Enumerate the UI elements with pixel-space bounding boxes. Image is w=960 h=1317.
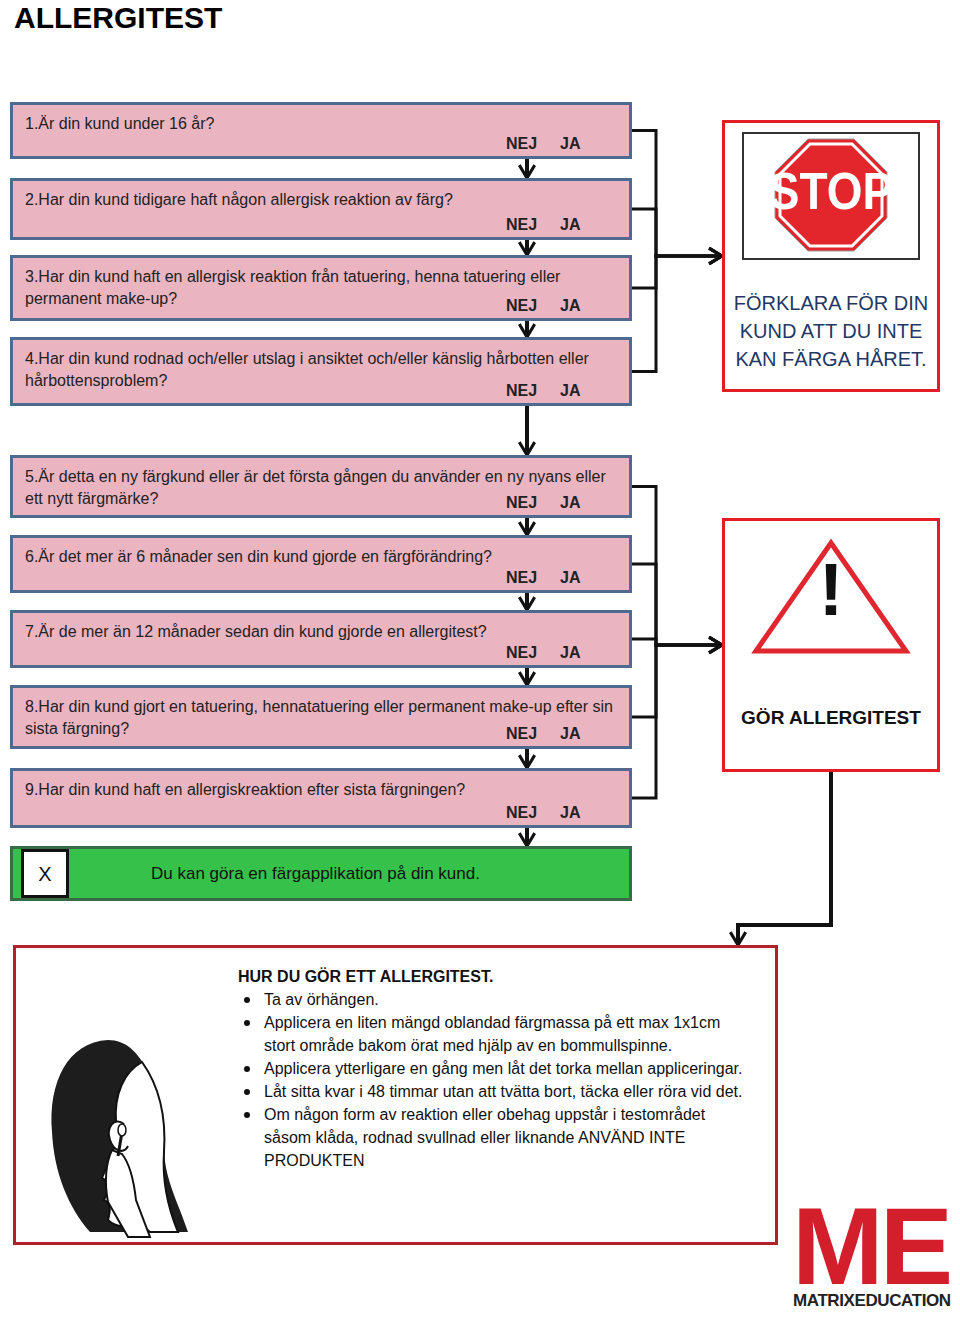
answer-option: JA	[560, 724, 580, 744]
answer-option: NEJ	[506, 381, 537, 401]
connector	[632, 256, 722, 372]
instruction-bullet: Om någon form av reaktion eller obehag u…	[238, 1103, 755, 1172]
hand	[106, 1150, 150, 1237]
logo-mark: ME	[792, 1196, 949, 1296]
answer-option: JA	[560, 296, 580, 316]
question-box: 9.Har din kund haft en allergiskreaktion…	[10, 768, 632, 828]
instruction-box: HUR DU GÖR ETT ALLERGITEST.Ta av örhänge…	[13, 945, 778, 1245]
connector	[525, 321, 529, 337]
question-box: 1.Är din kund under 16 år?NEJ JA	[10, 102, 632, 159]
connector	[525, 828, 529, 846]
question-box: 3.Har din kund haft en allergisk reaktio…	[10, 255, 632, 321]
connector	[632, 209, 722, 256]
check-box: X	[21, 849, 69, 898]
answer-option: NEJ	[506, 568, 537, 588]
connector	[525, 240, 529, 255]
woman-illustration	[38, 1032, 208, 1242]
logo-text: MATRIXEDUCATION	[793, 1291, 951, 1311]
answer-option: NEJ	[506, 493, 537, 513]
answer-option: JA	[560, 803, 580, 823]
warning-message: GÖR ALLERGITEST	[731, 705, 931, 731]
instruction-bullet: Applicera en liten mängd oblandad färgma…	[238, 1011, 755, 1057]
question-box: 2.Har din kund tidigare haft någon aller…	[10, 178, 632, 240]
instruction-bullet: Applicera ytterligare en gång men låt de…	[238, 1057, 755, 1080]
diagram-title: ALLERGITEST	[14, 0, 222, 36]
connector	[525, 668, 529, 685]
connector	[632, 256, 722, 288]
connector	[525, 593, 529, 610]
question-box: 4.Har din kund rodnad och/eller utslag i…	[10, 337, 632, 406]
answer-option: JA	[560, 493, 580, 513]
connector	[632, 645, 722, 717]
answer-option: NEJ	[506, 724, 537, 744]
question-box: 7.Är de mer än 12 månader sedan din kund…	[10, 610, 632, 668]
answer-option: JA	[560, 568, 580, 588]
question-text: 1.Är din kund under 16 år?	[25, 113, 621, 135]
stop-message: FÖRKLARA FÖR DIN KUND ATT DU INTE KAN FÄ…	[731, 289, 931, 373]
answer-option: JA	[560, 215, 580, 235]
answer-option: JA	[560, 134, 580, 154]
question-text: 7.Är de mer än 12 månader sedan din kund…	[25, 621, 621, 643]
warning-symbol: !	[725, 548, 937, 632]
answer-option: NEJ	[506, 296, 537, 316]
connector	[525, 406, 529, 455]
instruction-bullet: Ta av örhängen.	[238, 988, 755, 1011]
sign-text: STOP	[725, 165, 937, 217]
question-box: 6.Är det mer är 6 månader sen din kund g…	[10, 535, 632, 593]
connector	[525, 749, 529, 768]
question-text: 9.Har din kund haft en allergiskreaktion…	[25, 779, 621, 801]
stop-box: FÖRKLARA FÖR DIN KUND ATT DU INTE KAN FÄ…	[722, 120, 940, 392]
answer-option: JA	[560, 381, 580, 401]
result-text: Du kan göra en färgapplikation på din ku…	[151, 863, 480, 885]
connector	[632, 645, 722, 798]
connector	[632, 131, 722, 257]
answer-option: NEJ	[506, 215, 537, 235]
question-text: 2.Har din kund tidigare haft någon aller…	[25, 189, 621, 211]
instruction-bullet: Låt sitta kvar i 48 timmar utan att tvät…	[238, 1080, 755, 1103]
cotton-tip	[118, 1124, 126, 1136]
question-box: 8.Har din kund gjort en tatuering, henna…	[10, 685, 632, 749]
result-box: Du kan göra en färgapplikation på din ku…	[10, 846, 632, 901]
answer-option: NEJ	[506, 134, 537, 154]
check-mark: X	[38, 862, 51, 886]
question-box: 5.Är detta en ny färgkund eller är det f…	[10, 455, 632, 518]
question-text: 6.Är det mer är 6 månader sen din kund g…	[25, 546, 621, 568]
instruction-heading: HUR DU GÖR ETT ALLERGITEST.	[238, 966, 755, 988]
connector	[738, 772, 831, 945]
connector	[632, 487, 722, 646]
answer-option: NEJ	[506, 803, 537, 823]
answer-option: JA	[560, 643, 580, 663]
answer-option: NEJ	[506, 643, 537, 663]
connector	[525, 518, 529, 535]
connector	[632, 564, 722, 645]
connector	[525, 159, 529, 178]
